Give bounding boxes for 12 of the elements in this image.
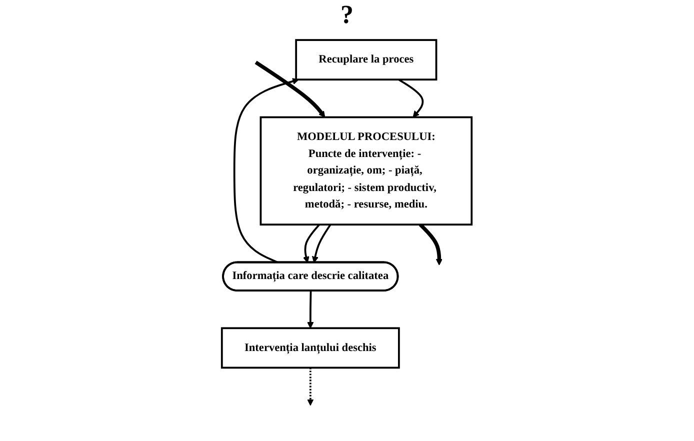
node-box: Recuplare la proces — [295, 39, 438, 81]
question-mark-label: ? — [340, 0, 354, 29]
arrow — [419, 223, 443, 266]
node-box: MODELUL PROCESULUI: Puncte de intervenție: - organizație, om; - piață, regulatori; - sistem productiv, metodă; - resurse, mediu. — [260, 116, 473, 226]
node-box: Intervenția lanțului deschis — [221, 327, 400, 369]
arrow — [307, 368, 314, 406]
arrow — [234, 78, 300, 264]
arrow — [312, 224, 332, 263]
arrow — [398, 78, 424, 118]
arrow — [303, 224, 320, 263]
arrow — [255, 60, 326, 118]
arrow — [307, 290, 314, 328]
